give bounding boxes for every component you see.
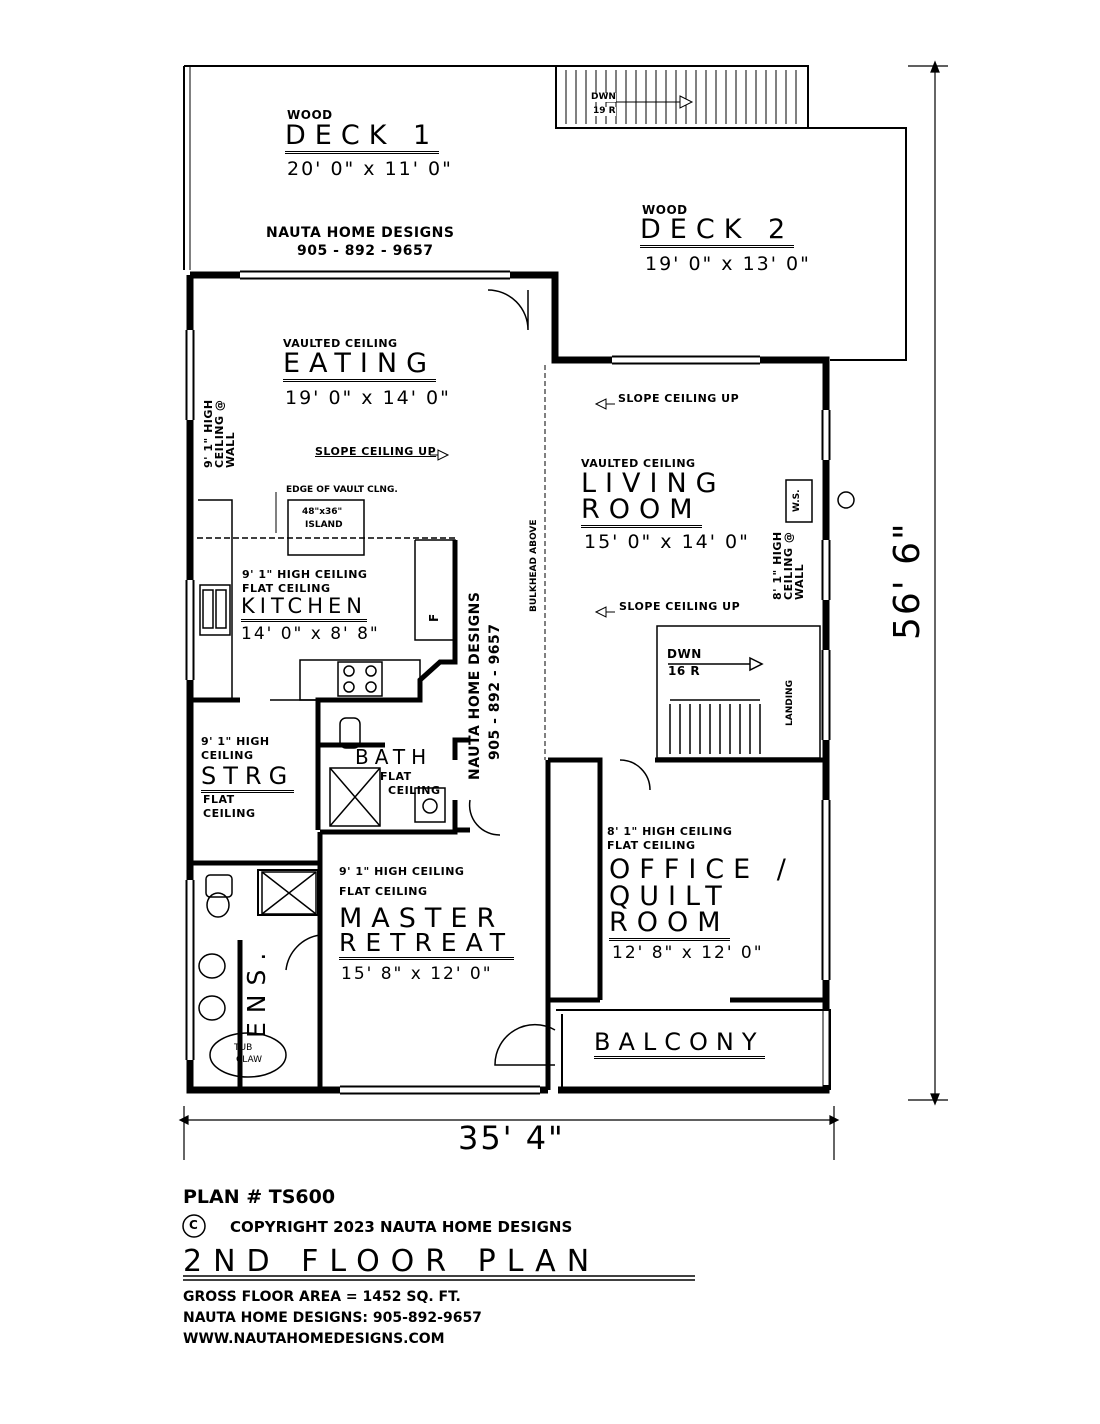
tub-label: TUB [234,1043,253,1053]
deck1-title: DECK 1 [285,122,440,154]
ensuite-fixtures [198,871,321,1078]
office-title-line1: OFFICE / [609,854,795,885]
master-ceiling-type: FLAT CEILING [339,885,428,898]
eating-door [487,289,529,331]
office-ceiling-height: 8' 1" HIGH CEILING [607,825,733,838]
deck-watermark-phone: 905 - 892 - 9657 [297,243,434,259]
dimension-lines [178,60,948,1160]
deck1-material: WOOD [287,108,333,122]
kitchen-ceiling-type: FLAT CEILING [242,582,331,595]
gross-floor-area: GROSS FLOOR AREA = 1452 SQ. FT. [183,1289,461,1305]
kitchen-ceiling-height: 9' 1" HIGH CEILING [242,568,368,581]
window-lines [185,270,831,1095]
wood-stove-label: W.S. [792,489,802,512]
eating-wall-note: 9' 1" HIGH CEILING @ WALL [202,399,237,468]
bath-flat: FLAT [380,770,412,783]
deck-stair-direction: DWN [591,92,616,102]
fridge-label: F [427,613,441,622]
balcony-rail [556,1009,831,1090]
balcony-title: BALCONY [594,1030,765,1059]
wood-stove [785,479,813,523]
master-title-line1: MASTER [339,903,505,934]
overall-width: 35' 4" [458,1119,565,1157]
website: WWW.NAUTAHOMEDESIGNS.COM [183,1331,445,1347]
office-size: 12' 8" x 12' 0" [612,943,764,963]
deck2-size: 19' 0" x 13' 0" [645,253,811,275]
vault-edge-note: EDGE OF VAULT CLNG. [286,485,398,495]
copyright-symbol: C [189,1218,198,1232]
bath-fixtures [329,717,501,836]
claw-label: CLAW [236,1055,263,1065]
living-size: 15' 0" x 14' 0" [584,531,750,553]
master-size: 15' 8" x 12' 0" [341,964,493,984]
interior-stair [656,625,821,759]
designer-phone: NAUTA HOME DESIGNS: 905-892-9657 [183,1310,482,1326]
kitchen-island [287,499,365,556]
eating-size: 19' 0" x 14' 0" [285,387,451,409]
deck-stair [555,65,809,129]
eating-ceiling: VAULTED CEILING [283,337,398,350]
deck1-size: 20' 0" x 11' 0" [287,158,453,180]
copyright-circle [182,1214,206,1238]
island-label: ISLAND [305,520,343,530]
windows [187,272,829,1093]
master-title-line2: RETREAT [339,930,515,960]
kitchen-size: 14' 0" x 8' 8" [241,624,380,644]
deck2-material: WOOD [642,203,688,217]
plan-number: PLAN # TS600 [183,1186,336,1208]
office-door [619,759,651,791]
ensuite-title: ENS. [242,943,271,1038]
deck-watermark-name: NAUTA HOME DESIGNS [266,225,455,241]
balcony-door [494,1023,556,1066]
stair-risers: 16 R [668,664,701,678]
strg-ceiling-height: 9' 1" HIGH [201,735,270,748]
deck-stair-risers: 19 R [593,106,616,116]
drawing-title: 2ND FLOOR PLAN [183,1244,601,1279]
bath-flat-ceiling: CEILING [388,784,441,797]
chimney [837,491,855,509]
eating-slope: SLOPE CEILING UP [315,445,437,458]
strg-ceiling-label: CEILING [201,749,254,762]
strg-flat: FLAT [203,793,235,806]
office-ceiling-type: FLAT CEILING [607,839,696,852]
kitchen-title: KITCHEN [241,596,367,622]
overall-depth: 56' 6" [887,521,928,640]
living-wall-note: 8' 1" HIGH CEILING @ WALL [771,531,806,600]
office-title-line3: ROOM [609,909,730,941]
strg-title: STRG [201,764,295,793]
deck2-title: DECK 2 [640,216,795,248]
living-title-line1: LIVING [581,468,726,499]
living-slope-bottom: SLOPE CEILING UP [619,600,741,613]
living-title-line2: ROOM [581,496,702,528]
office-title-line2: QUILT [609,881,731,912]
interior-walls [190,540,826,1090]
bath-title: BATH [355,745,433,769]
center-watermark-name: NAUTA HOME DESIGNS [467,591,483,780]
living-ceiling: VAULTED CEILING [581,457,696,470]
eating-title: EATING [283,350,437,382]
bulkhead-label: BULKHEAD ABOVE [529,519,539,612]
island-size: 48"x36" [302,507,343,517]
center-watermark-phone: 905 - 892 - 9657 [487,623,503,760]
copyright-text: COPYRIGHT 2023 NAUTA HOME DESIGNS [230,1218,573,1236]
kitchen-counters [197,499,456,701]
living-slope-top: SLOPE CEILING UP [618,392,740,405]
strg-flat-ceiling: CEILING [203,807,256,820]
master-ceiling-height: 9' 1" HIGH CEILING [339,865,465,878]
slope-arrows [430,398,615,618]
landing-label: LANDING [785,680,795,726]
stair-direction: DWN [667,647,702,661]
title-underline [183,1275,695,1281]
